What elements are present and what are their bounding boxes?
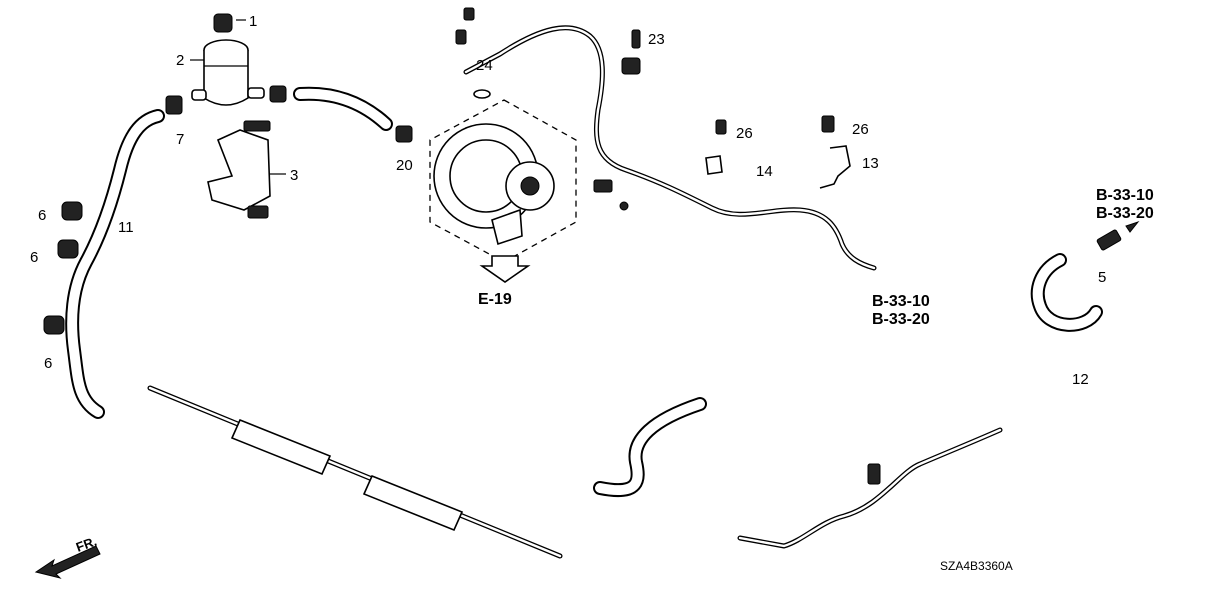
feed-hose <box>463 25 877 271</box>
front-label: FR. <box>74 534 99 555</box>
hose-9 <box>293 86 393 131</box>
clamp-7 <box>165 95 183 115</box>
callout-6-a: 6 <box>38 207 46 224</box>
bolt-22-upper <box>243 120 271 132</box>
sensor-17 <box>593 179 613 193</box>
bolt-23 <box>631 29 641 49</box>
reservoir-tank <box>191 39 265 106</box>
bolt-26-right <box>821 115 835 133</box>
front-direction-indicator: FR. <box>34 534 101 579</box>
fitting-27 <box>867 463 881 485</box>
fitting-5 <box>1096 229 1122 251</box>
hose-10 <box>593 397 707 498</box>
ref-b3310-top: B-33-10 <box>1096 187 1154 204</box>
oring-19 <box>619 201 629 211</box>
clamp-6-c <box>43 315 65 335</box>
clip-14 <box>705 155 723 175</box>
callout-14: 14 <box>756 163 773 180</box>
reference-labels: E-19 B-33-10 B-33-20 B-33-10 B-33-20 <box>478 187 1154 328</box>
callout-11: 11 <box>118 219 134 236</box>
callout-24-lower: 24 <box>476 57 493 74</box>
ref-arrow-top <box>1125 220 1140 233</box>
callout-7: 7 <box>176 131 184 148</box>
return-pipe-16 <box>737 427 1003 549</box>
document-id: SZA4B3360A <box>940 559 1013 573</box>
ref-b3320-mid: B-33-20 <box>872 311 930 328</box>
callout-layer: 1 2 3 7 20 24 23 26 26 14 13 6 6 6 11 12… <box>30 13 1106 388</box>
hose-11 <box>65 109 165 419</box>
bolt-26-left <box>715 119 727 135</box>
callout-2: 2 <box>176 52 184 69</box>
bolt-24-lower <box>455 29 467 45</box>
clamp-8 <box>621 57 641 75</box>
ref-e19: E-19 <box>478 291 512 308</box>
bracket-13 <box>819 145 851 189</box>
ref-b3310-mid: B-33-10 <box>872 293 930 310</box>
bolt-22-lower <box>247 205 269 219</box>
callout-5: 5 <box>1098 269 1106 286</box>
steering-rack <box>147 385 563 559</box>
callout-20-right: 20 <box>396 157 413 174</box>
ref-arrow-e19 <box>479 255 531 283</box>
callout-23: 23 <box>648 31 665 48</box>
clamp-6-a <box>61 201 83 221</box>
callout-26-left: 26 <box>736 125 753 142</box>
bolt-24-upper <box>463 7 475 21</box>
callout-1: 1 <box>249 13 257 30</box>
ref-b3320-top: B-33-20 <box>1096 205 1154 222</box>
callout-6-c: 6 <box>44 355 52 372</box>
reservoir-bracket <box>207 129 271 211</box>
washer-25 <box>473 89 491 99</box>
callout-13: 13 <box>862 155 879 172</box>
callout-26-right: 26 <box>852 121 869 138</box>
front-arrow-icon <box>34 545 101 579</box>
reservoir-cap <box>213 13 233 33</box>
callout-6-b: 6 <box>30 249 38 266</box>
clip-20-left <box>269 85 287 103</box>
callout-12: 12 <box>1072 371 1089 388</box>
hose-12 <box>1030 253 1103 332</box>
power-steering-pump <box>433 123 555 246</box>
callout-3: 3 <box>290 167 298 184</box>
clip-20-right <box>395 125 413 143</box>
clamp-6-b <box>57 239 79 259</box>
